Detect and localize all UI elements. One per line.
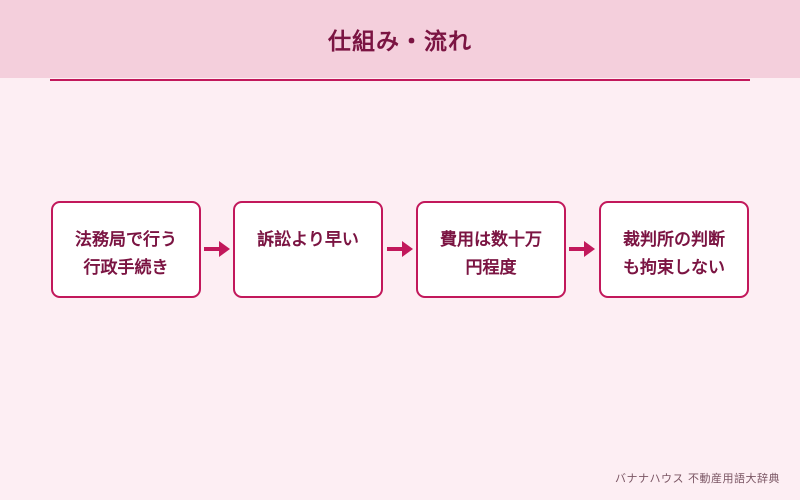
flow-step-2: 訴訟より早い — [233, 201, 383, 298]
footer-credit: バナナハウス 不動産用語大辞典 — [615, 472, 780, 485]
arrow-right-icon — [204, 241, 230, 257]
flow-step-1: 法務局で行う 行政手続き — [51, 201, 201, 298]
flow-step-3: 費用は数十万 円程度 — [416, 201, 566, 298]
flow-step-4: 裁判所の判断 も拘束しない — [599, 201, 749, 298]
title-divider — [50, 79, 750, 81]
arrow-right-icon — [569, 241, 595, 257]
header-band — [0, 0, 800, 78]
arrow-right-icon — [387, 241, 413, 257]
page-title: 仕組み・流れ — [328, 29, 472, 55]
